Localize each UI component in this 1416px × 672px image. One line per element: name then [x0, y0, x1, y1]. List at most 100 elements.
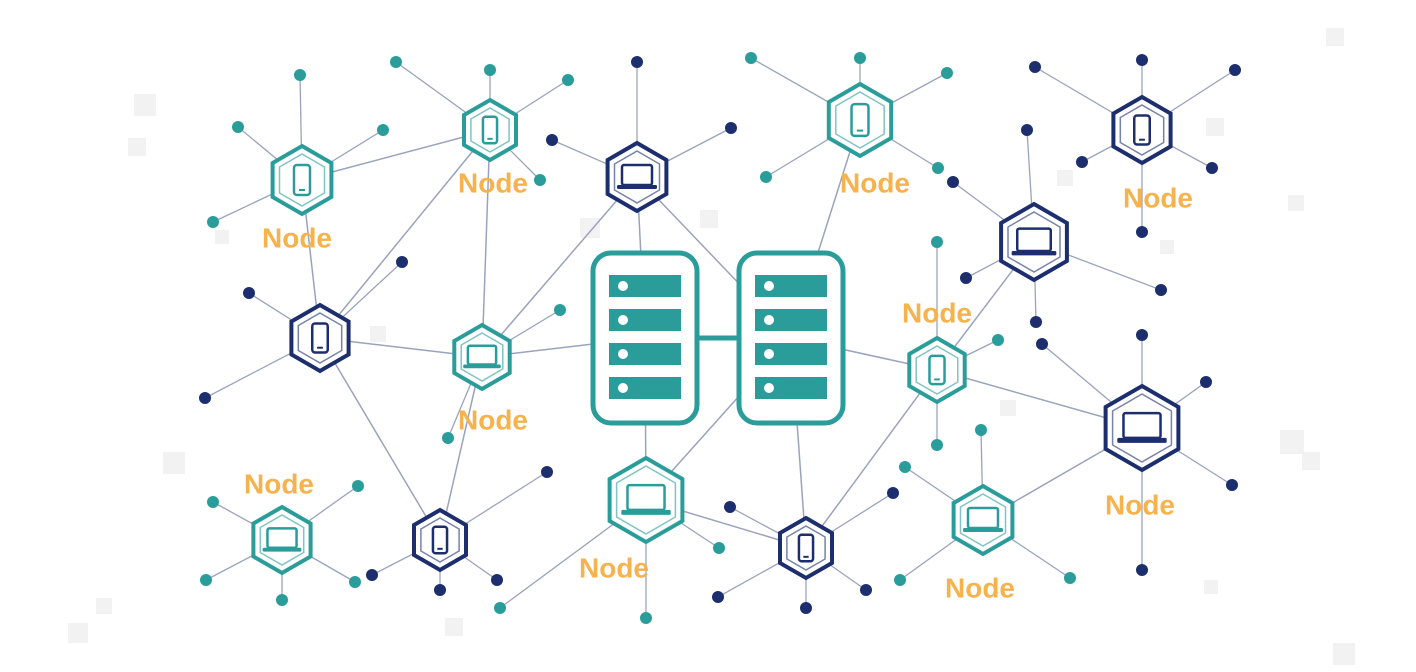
hexagon-inner — [297, 312, 343, 364]
peer-dot — [352, 480, 364, 492]
peer-dot — [1200, 376, 1212, 388]
peer-dot — [1226, 479, 1238, 491]
background-square — [370, 326, 386, 342]
hexagon-inner — [460, 332, 504, 382]
peer-dot — [349, 576, 361, 588]
hexagon-inner — [420, 517, 460, 563]
peer-dot — [1030, 316, 1042, 328]
phone-icon — [1132, 114, 1152, 146]
server-rack-icon — [736, 250, 846, 426]
peer-dot — [712, 591, 724, 603]
background-square — [1280, 430, 1304, 454]
peer-dot — [760, 171, 772, 183]
laptop-icon — [617, 163, 657, 189]
background-square — [700, 210, 718, 228]
hexagon-inner — [835, 91, 885, 149]
hexagon-inner — [786, 525, 826, 571]
peer-dot — [960, 272, 972, 284]
peer-dot — [546, 134, 558, 146]
hexagon-inner — [959, 493, 1007, 547]
node-label: Node — [902, 297, 972, 328]
peer-dot — [1136, 54, 1148, 66]
peer-dot — [377, 124, 389, 136]
server-drive-slot — [609, 343, 681, 365]
peer-dot — [366, 569, 378, 581]
background-square — [96, 598, 112, 614]
network-node — [907, 335, 967, 405]
server-led — [618, 383, 628, 393]
hexagon-frame — [607, 455, 685, 545]
peer-dot — [1064, 572, 1076, 584]
peer-dot — [1136, 564, 1148, 576]
peer-dot — [975, 424, 987, 436]
hexagon-frame — [778, 515, 834, 581]
hexagon-frame — [826, 81, 894, 159]
peer-dot — [1136, 329, 1148, 341]
network-node — [251, 504, 313, 576]
peer-dot — [724, 501, 736, 513]
phone-icon — [310, 322, 330, 354]
hexagon-frame — [951, 483, 1015, 557]
phone-icon — [481, 115, 499, 145]
server-group — [590, 250, 846, 426]
network-node — [999, 201, 1069, 283]
phone-icon — [431, 525, 449, 555]
connection-line — [481, 129, 491, 358]
background-square — [1206, 118, 1224, 136]
network-node — [951, 483, 1015, 557]
peer-dot — [199, 392, 211, 404]
peer-dot — [207, 216, 219, 228]
server-led — [618, 315, 628, 325]
peer-dot — [562, 74, 574, 86]
server-led — [764, 315, 774, 325]
peer-dot — [713, 542, 725, 554]
peer-dot — [1021, 124, 1033, 136]
peer-dot — [725, 122, 737, 134]
laptop-icon — [1011, 227, 1057, 256]
server-drive-slot — [609, 309, 681, 331]
hexagon-frame — [1111, 94, 1173, 166]
background-square — [1160, 240, 1174, 254]
node-label: Node — [840, 167, 910, 198]
background-square — [1326, 28, 1344, 46]
peer-dot — [941, 67, 953, 79]
node-label: Node — [1123, 182, 1193, 213]
hexagon-inner — [470, 107, 510, 153]
network-node — [1103, 383, 1181, 473]
node-label: Node — [262, 222, 332, 253]
peer-dot — [947, 176, 959, 188]
phone-icon — [797, 533, 815, 563]
hexagon-frame — [907, 335, 967, 405]
hexagon-frame — [251, 504, 313, 576]
background-square — [1288, 195, 1304, 211]
hexagon-frame — [1103, 383, 1181, 473]
node-label: Node — [244, 468, 314, 499]
server-drive-slot — [609, 275, 681, 297]
peer-dot — [232, 121, 244, 133]
peer-dot — [854, 52, 866, 64]
node-label: Node — [579, 552, 649, 583]
hexagon-inner — [259, 514, 305, 566]
server-drive-slot — [755, 309, 827, 331]
connection-lines — [301, 119, 1143, 549]
connection-line — [439, 356, 483, 541]
server-drive-slot — [755, 377, 827, 399]
peer-dot — [276, 594, 288, 606]
background-square — [134, 94, 156, 116]
peer-dot — [243, 287, 255, 299]
peer-dot — [534, 174, 546, 186]
node-group — [251, 81, 1181, 581]
network-node — [826, 81, 894, 159]
background-square — [1000, 400, 1016, 416]
background-square — [445, 618, 463, 636]
laptop-icon — [621, 483, 671, 515]
peer-dot — [494, 602, 506, 614]
server-drive-slot — [755, 275, 827, 297]
peer-dot — [894, 574, 906, 586]
node-label: Node — [945, 572, 1015, 603]
background-square — [1302, 452, 1320, 470]
peer-dot — [390, 56, 402, 68]
phone-icon — [850, 102, 870, 138]
